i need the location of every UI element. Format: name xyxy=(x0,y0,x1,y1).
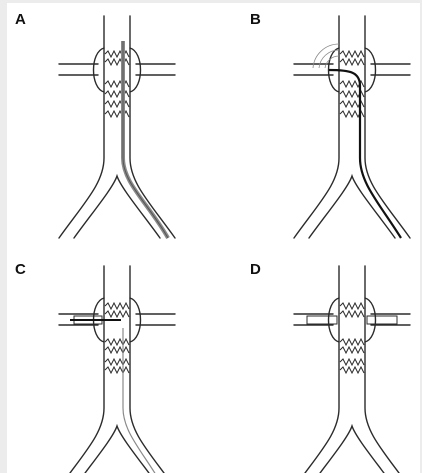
aorta-right-wall-3 xyxy=(365,266,410,473)
renal-stent-right-3 xyxy=(367,316,397,324)
aneurysm-sac-0 xyxy=(94,48,141,92)
aneurysm-sac-3 xyxy=(329,298,376,342)
aorta-left-wall-1 xyxy=(294,16,339,238)
stent-strut-2-0 xyxy=(105,303,129,309)
stent-strut-2-2 xyxy=(105,339,129,345)
bifurcation-1 xyxy=(309,176,395,238)
stent-strut-3-5 xyxy=(340,367,364,373)
aorta-right-wall-2 xyxy=(130,266,175,473)
stent-strut-3-1 xyxy=(340,311,364,317)
renal-stent-left-3 xyxy=(307,316,337,324)
guidewire-2 xyxy=(123,328,164,473)
aortic-stent-diagram xyxy=(7,3,420,473)
stent-strut-0-0 xyxy=(105,51,129,57)
panel-c-drawing xyxy=(59,266,175,473)
aorta-left-wall-0 xyxy=(59,16,104,238)
renal-artery-right-1 xyxy=(371,64,410,75)
renal-artery-right-2 xyxy=(136,314,175,325)
renal-artery-left-0 xyxy=(59,64,98,75)
stent-strut-2-5 xyxy=(105,367,129,373)
panel-d-drawing xyxy=(294,266,410,473)
stent-strut-0-1 xyxy=(105,59,129,65)
stent-strut-0-2 xyxy=(105,81,129,87)
panel-a-drawing xyxy=(59,16,175,238)
stent-strut-3-0 xyxy=(340,303,364,309)
stent-strut-3-3 xyxy=(340,347,364,353)
aorta-left-wall-3 xyxy=(294,266,339,473)
stent-strut-0-4 xyxy=(105,101,129,107)
stent-strut-2-4 xyxy=(105,359,129,365)
stent-strut-3-4 xyxy=(340,359,364,365)
stent-strut-0-5 xyxy=(105,111,129,117)
aorta-right-wall-0 xyxy=(130,16,175,238)
stent-strut-1-1 xyxy=(340,59,364,65)
stent-strut-2-1 xyxy=(105,311,129,317)
stent-strut-0-3 xyxy=(105,91,129,97)
aorta-right-wall-1 xyxy=(365,16,410,238)
stent-strut-1-0 xyxy=(340,51,364,57)
figure-panel: A B C D xyxy=(7,3,420,473)
aorta-left-wall-2 xyxy=(59,266,104,473)
stent-strut-2-3 xyxy=(105,347,129,353)
panel-b-drawing xyxy=(294,16,410,238)
motion-arc-1-0 xyxy=(325,56,339,68)
renal-artery-right-0 xyxy=(136,64,175,75)
stent-strut-3-2 xyxy=(340,339,364,345)
